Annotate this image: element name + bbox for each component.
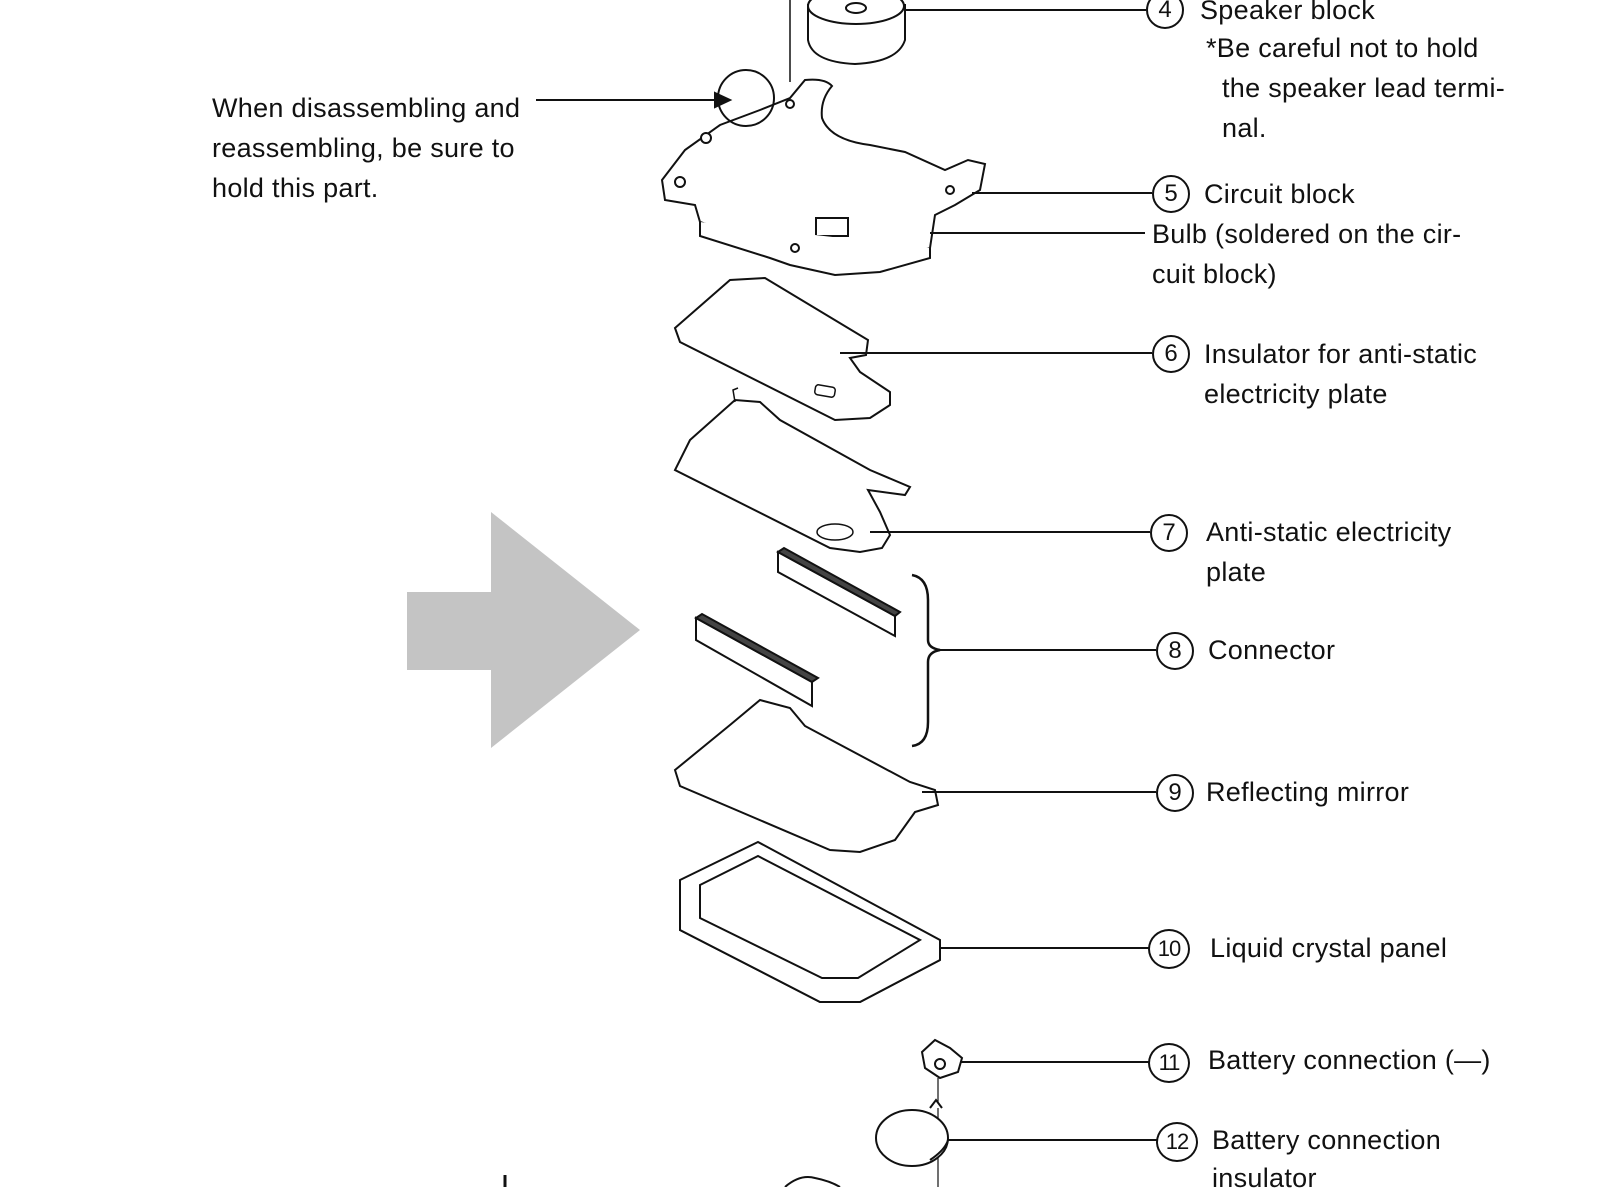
disassembly-note-line-1: When disassembling and [212, 93, 521, 123]
callout-number-7: 7 [1150, 514, 1188, 552]
callout-label-reflecting-mirror: Reflecting mirror [1206, 777, 1410, 807]
anti-static-plate-part [673, 398, 912, 554]
battery-connection-part [920, 1038, 964, 1080]
insulator-plate-part [673, 276, 891, 422]
callout-label-anti-static-line-1: Anti-static electricity [1206, 517, 1452, 547]
callout-number-10: 10 [1148, 929, 1190, 969]
callout-number-12: 12 [1156, 1122, 1198, 1162]
callout-label-battery-insulator-line-1: Battery connection [1212, 1125, 1442, 1155]
callout-number-5: 5 [1152, 175, 1190, 213]
disassembly-note-line-3: hold this part. [212, 173, 379, 203]
disassembly-note-line-2: reassembling, be sure to [212, 133, 515, 163]
speaker-caution-line-2: the speaker lead termi- [1222, 73, 1506, 103]
reflecting-mirror-part [673, 698, 940, 854]
battery-insulator-part [875, 1098, 949, 1167]
bulb-note-line-1: Bulb (soldered on the cir- [1152, 219, 1462, 249]
callout-label-circuit-block: Circuit block [1204, 179, 1355, 209]
circuit-block-part [660, 78, 987, 277]
right-arrow-icon [407, 512, 640, 748]
callout-label-connector: Connector [1208, 635, 1336, 665]
callout-label-battery-connection: Battery connection (—) [1208, 1045, 1491, 1075]
callout-label-insulator-line-2: electricity plate [1204, 379, 1388, 409]
callout-number-9: 9 [1156, 774, 1194, 812]
callout-label-insulator-line-1: Insulator for anti-static [1204, 339, 1478, 369]
callout-label-anti-static-line-2: plate [1206, 557, 1267, 587]
callout-number-4: 4 [1146, 0, 1184, 29]
callout-label-battery-insulator-line-2: insulator [1212, 1163, 1317, 1193]
speaker-caution-line-1: *Be careful not to hold [1206, 33, 1479, 63]
connector-brace [911, 573, 941, 748]
callout-label-speaker-block: Speaker block [1200, 0, 1375, 25]
leader-lines [536, 9, 1158, 1141]
callout-number-11: 11 [1148, 1043, 1190, 1083]
speaker-caution-line-3: nal. [1222, 113, 1267, 143]
callout-label-liquid-crystal-panel: Liquid crystal panel [1210, 933, 1448, 963]
bulb-note-line-2: cuit block) [1152, 259, 1277, 289]
liquid-crystal-panel-part [679, 840, 941, 1003]
callout-number-8: 8 [1156, 632, 1194, 670]
callout-number-6: 6 [1152, 335, 1190, 373]
speaker-block-part [807, 0, 906, 66]
connector-part [694, 546, 902, 708]
